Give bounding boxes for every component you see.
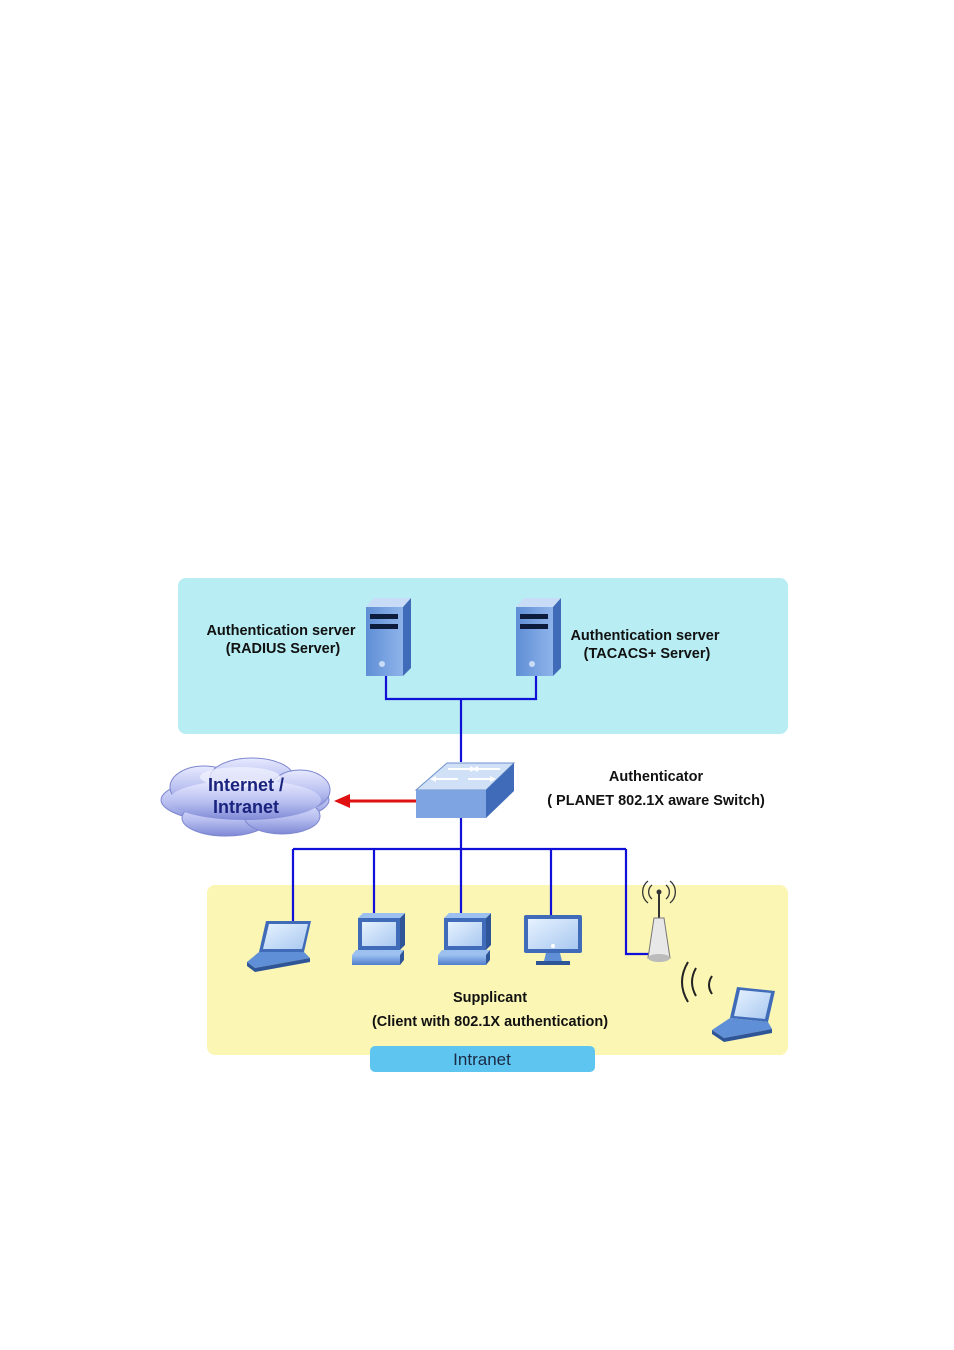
radius-server-icon (366, 598, 411, 676)
intranet-label: Intranet (453, 1050, 511, 1069)
wireless-ap-icon (642, 880, 676, 962)
laptop-icon (712, 987, 775, 1042)
network-switch-icon (414, 762, 516, 818)
tacacs-server-icon (516, 598, 561, 676)
cloud-label-line1: Internet / (208, 775, 284, 795)
tacacs-server-label: Authentication server (570, 628, 719, 644)
radius-server-type: (RADIUS Server) (226, 641, 341, 657)
supplicant-description: (Client with 802.1X authentication) (372, 1014, 608, 1030)
network-links (291, 676, 650, 956)
desktop-pc-icon (438, 913, 491, 965)
tacacs-server-type: (TACACS+ Server) (584, 646, 711, 662)
radius-server-label: Authentication server (206, 623, 355, 639)
supplicant-label: Supplicant (453, 990, 527, 1006)
client-zone (207, 885, 788, 1055)
monitor-icon (524, 915, 582, 965)
server-zone (178, 578, 788, 734)
laptop-icon (247, 921, 311, 972)
authenticator-type: ( PLANET 802.1X aware Switch) (547, 793, 765, 809)
uplink-arrow (334, 794, 416, 808)
intranet-pill (370, 1046, 595, 1072)
cloud-icon (160, 757, 331, 837)
desktop-pc-icon (352, 913, 405, 965)
authenticator-label: Authenticator (609, 769, 704, 785)
wireless-signal-icon (681, 961, 713, 1003)
cloud-label-line2: Intranet (213, 797, 279, 817)
